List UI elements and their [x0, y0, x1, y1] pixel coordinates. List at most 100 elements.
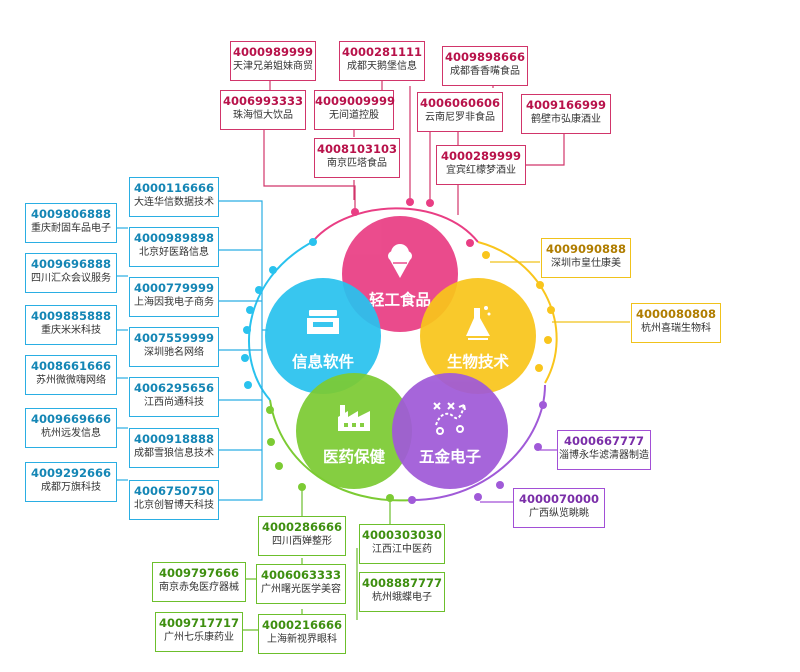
company-card[interactable]: 4009806888 重庆耐固车品电子	[25, 203, 117, 243]
company-name: 苏州微微嗨网络	[36, 375, 106, 387]
company-phone: 4000216666	[261, 618, 343, 632]
company-name: 广西纵览眺眺	[529, 508, 589, 520]
company-name: 鹤壁市弘康酒业	[531, 114, 601, 126]
company-card[interactable]: 4000070000 广西纵览眺眺	[513, 488, 605, 528]
company-card[interactable]: 4008661666 苏州微微嗨网络	[25, 355, 117, 395]
company-card[interactable]: 4006750750 北京创智博天科技	[129, 480, 219, 520]
company-card[interactable]: 4000989999 天津兄弟姐妹商贸	[230, 41, 316, 81]
bio-arc	[477, 241, 558, 384]
company-name: 淄博永华滤清器制造	[559, 450, 649, 462]
company-name: 江西江中医药	[372, 544, 432, 556]
company-phone: 4000989999	[232, 45, 314, 59]
company-card[interactable]: 4006993333 珠海恒大饮品	[220, 90, 306, 130]
company-card[interactable]: 4009885888 重庆米米科技	[25, 305, 117, 345]
company-name: 上海新视界眼科	[267, 634, 337, 646]
company-phone: 4009292666	[30, 466, 112, 480]
company-card[interactable]: 4006060606 云南尼罗非食品	[417, 92, 503, 132]
company-card[interactable]: 4009696888 四川汇众会议服务	[25, 253, 117, 293]
company-name: 重庆米米科技	[41, 325, 101, 337]
company-name: 北京创智博天科技	[134, 500, 214, 512]
company-card[interactable]: 4006295656 江西尚通科技	[129, 377, 219, 417]
company-card[interactable]: 4000779999 上海因我电子商务	[129, 277, 219, 317]
company-card[interactable]: 4000281111 成都天鹅堡信息	[339, 41, 425, 81]
company-card[interactable]: 4007559999 深圳驰名网络	[129, 327, 219, 367]
company-card[interactable]: 4009669666 杭州远发信息	[25, 408, 117, 448]
company-card[interactable]: 4009166999 鹤壁市弘康酒业	[521, 94, 611, 134]
company-phone: 4000779999	[133, 281, 215, 295]
company-card[interactable]: 4000918888 成都雪狼信息技术	[129, 428, 219, 468]
category-medical-label: 医药保健	[322, 448, 385, 466]
company-phone: 4009797666	[158, 566, 240, 580]
company-phone: 4009090888	[545, 242, 627, 256]
company-card[interactable]: 4009090888 深圳市皇仕康美	[541, 238, 631, 278]
company-phone: 4000080808	[635, 307, 717, 321]
company-phone: 4008887777	[361, 576, 443, 590]
company-phone: 4000286666	[261, 520, 343, 534]
company-name: 广州曙光医学美容	[261, 584, 341, 596]
company-phone: 4006993333	[222, 94, 304, 108]
category-hardware-label: 五金电子	[418, 448, 481, 466]
company-card[interactable]: 4000989898 北京好医路信息	[129, 227, 219, 267]
company-card[interactable]: 4009898666 成都香香嘴食品	[442, 46, 528, 86]
company-card[interactable]: 4009797666 南京赤兔医疗器械	[152, 562, 246, 602]
company-card[interactable]: 4006063333 广州曙光医学美容	[256, 564, 346, 604]
company-name: 四川西婵整形	[272, 536, 332, 548]
company-phone: 4006295656	[133, 381, 215, 395]
company-phone: 4000116666	[133, 181, 215, 195]
category-info-label: 信息软件	[291, 353, 354, 371]
company-phone: 4009806888	[30, 207, 112, 221]
company-phone: 4008661666	[30, 359, 112, 373]
company-card[interactable]: 4009292666 成都万旗科技	[25, 462, 117, 502]
company-card[interactable]: 4008103103 南京匹塔食品	[314, 138, 400, 178]
company-name: 成都万旗科技	[41, 482, 101, 494]
company-name: 深圳驰名网络	[144, 347, 204, 359]
company-name: 杭州喜瑞生物科	[641, 323, 711, 335]
company-name: 珠海恒大饮品	[233, 110, 293, 122]
company-name: 杭州远发信息	[41, 428, 101, 440]
company-name: 深圳市皇仕康美	[551, 258, 621, 270]
company-phone: 4000281111	[341, 45, 423, 59]
company-name: 天津兄弟姐妹商贸	[233, 61, 313, 73]
factory-icon	[338, 405, 370, 431]
company-card[interactable]: 4000080808 杭州喜瑞生物科	[631, 303, 721, 343]
company-name: 宜宾红檬梦酒业	[446, 165, 516, 177]
company-name: 杭州蛾蝶电子	[372, 592, 432, 604]
company-phone: 4000070000	[518, 492, 600, 506]
company-name: 云南尼罗非食品	[425, 112, 495, 124]
company-card[interactable]: 4000116666 大连华信数据技术	[129, 177, 219, 217]
company-name: 南京匹塔食品	[327, 158, 387, 170]
company-card[interactable]: 4000303030 江西江中医药	[359, 524, 445, 564]
company-card[interactable]: 4000667777 淄博永华滤清器制造	[557, 430, 651, 470]
ice-cream-icon	[388, 244, 412, 278]
category-hardware-circle[interactable]: 五金电子	[392, 373, 508, 489]
company-name: 四川汇众会议服务	[31, 273, 111, 285]
company-phone: 4009669666	[30, 412, 112, 426]
company-phone: 4009009999	[315, 94, 396, 108]
company-phone: 4000667777	[563, 434, 645, 448]
company-phone: 4009696888	[30, 257, 112, 271]
company-phone: 4009166999	[525, 98, 607, 112]
tactics-icon	[433, 402, 466, 435]
info-arc	[248, 240, 315, 401]
flask-icon	[466, 306, 491, 340]
company-phone: 4000303030	[361, 528, 443, 542]
company-phone: 4008103103	[316, 142, 398, 156]
food-arc	[313, 207, 479, 243]
company-name: 北京好医路信息	[139, 247, 209, 259]
company-name: 成都天鹅堡信息	[347, 61, 417, 73]
company-card[interactable]: 4009717717 广州七乐康药业	[155, 612, 243, 652]
category-food-label: 轻工食品	[368, 291, 431, 309]
company-name: 上海因我电子商务	[134, 297, 214, 309]
company-card[interactable]: 4009009999 无间道控股	[314, 90, 396, 130]
company-card[interactable]: 4000216666 上海新视界眼科	[258, 614, 346, 654]
inbox-tray-icon	[307, 310, 339, 334]
company-card[interactable]: 4008887777 杭州蛾蝶电子	[359, 572, 445, 612]
company-card[interactable]: 4000286666 四川西婵整形	[258, 516, 346, 556]
company-name: 成都香香嘴食品	[450, 66, 520, 78]
company-phone: 4009885888	[30, 309, 112, 323]
company-phone: 4007559999	[133, 331, 215, 345]
company-phone: 4009898666	[444, 50, 526, 64]
company-name: 广州七乐康药业	[164, 632, 234, 644]
company-name: 无间道控股	[329, 110, 379, 122]
company-card[interactable]: 4000289999 宜宾红檬梦酒业	[436, 145, 526, 185]
